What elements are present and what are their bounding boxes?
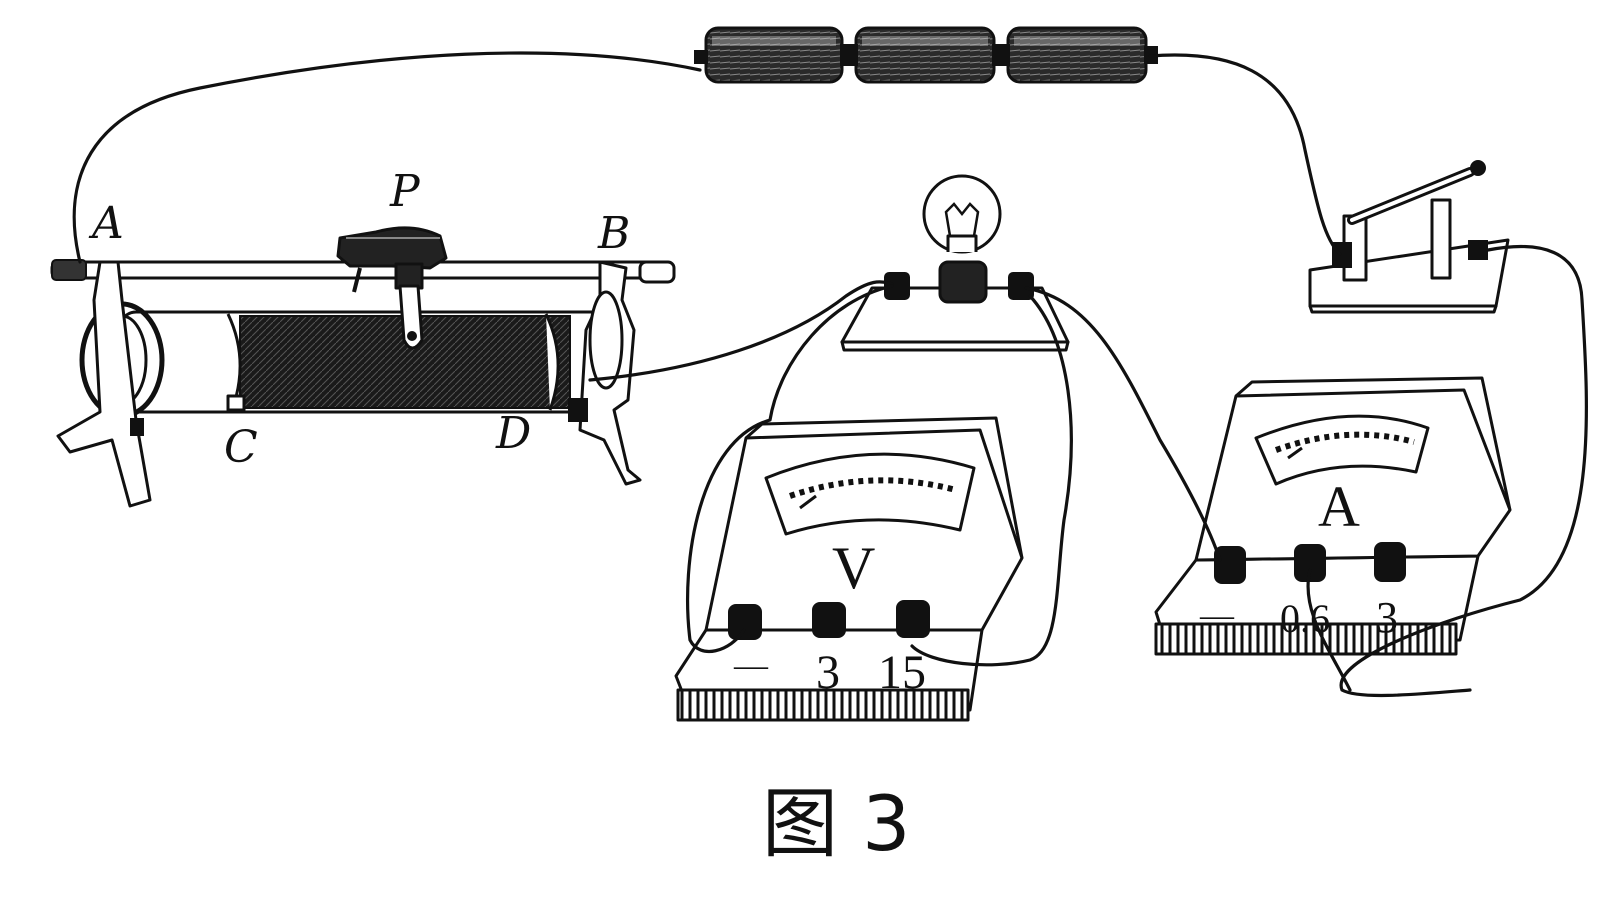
label-d: D	[495, 408, 531, 459]
battery-cell-3	[1006, 26, 1148, 84]
ammeter-terminal-0-6	[1294, 544, 1326, 582]
sliding-rheostat: A P B C D	[50, 166, 676, 508]
battery-pack	[694, 26, 1158, 84]
battery-cell-1	[704, 26, 844, 84]
wire-bulb-to-voltmeter-15	[910, 294, 1073, 667]
ammeter-terminal-label-neg: —	[1199, 597, 1235, 634]
right-bracket	[568, 260, 642, 486]
switch-terminal-right	[1468, 240, 1488, 260]
wire-bulb-to-ammeter	[1024, 286, 1222, 562]
ammeter-terminal-neg	[1214, 546, 1246, 584]
ammeter-terminal-label-3: 3	[1376, 593, 1398, 642]
bulb-socket	[938, 260, 988, 304]
label-b: B	[597, 208, 630, 259]
figure-caption: 图 3	[762, 779, 911, 868]
ammeter-terminal-3	[1374, 542, 1406, 582]
voltmeter-letter: V	[832, 535, 875, 601]
terminal-c	[226, 394, 246, 412]
wire-battery-to-a	[72, 51, 702, 264]
wire-switch-to-ammeter	[1339, 244, 1588, 698]
battery-terminal	[694, 50, 708, 64]
voltmeter-terminal-label-3: 3	[816, 646, 840, 699]
voltmeter: V — 3 15	[674, 416, 1024, 722]
battery-cell-2	[854, 26, 996, 84]
voltmeter-dial	[764, 452, 976, 536]
ammeter-letter: A	[1318, 474, 1360, 539]
voltmeter-terminal-label-15: 15	[878, 646, 926, 699]
left-bracket	[56, 260, 165, 508]
wires	[72, 51, 1588, 698]
battery-connector	[992, 44, 1010, 66]
voltmeter-terminal-label-neg: —	[733, 647, 769, 684]
wire-d-to-bulb	[588, 280, 894, 382]
bulb-terminal-left	[884, 272, 910, 300]
voltmeter-terminal-15	[896, 600, 930, 638]
light-bulb	[840, 174, 1070, 352]
ammeter: A — 0.6 3	[1154, 376, 1512, 656]
voltmeter-terminal-neg	[728, 604, 762, 640]
bulb-terminal-right	[1008, 272, 1034, 300]
voltmeter-terminal-3	[812, 602, 846, 638]
knife-switch[interactable]	[1308, 160, 1510, 314]
battery-connector	[840, 44, 858, 66]
label-p: P	[389, 166, 421, 217]
wire-bulb-to-voltmeter-neg	[686, 284, 894, 653]
label-c: C	[224, 422, 258, 473]
wire-ammeter-0-6	[1306, 568, 1352, 692]
wire-battery-to-switch	[1148, 53, 1342, 256]
slider-p[interactable]	[336, 226, 448, 350]
ammeter-dial	[1254, 414, 1430, 486]
label-a: A	[88, 198, 124, 249]
